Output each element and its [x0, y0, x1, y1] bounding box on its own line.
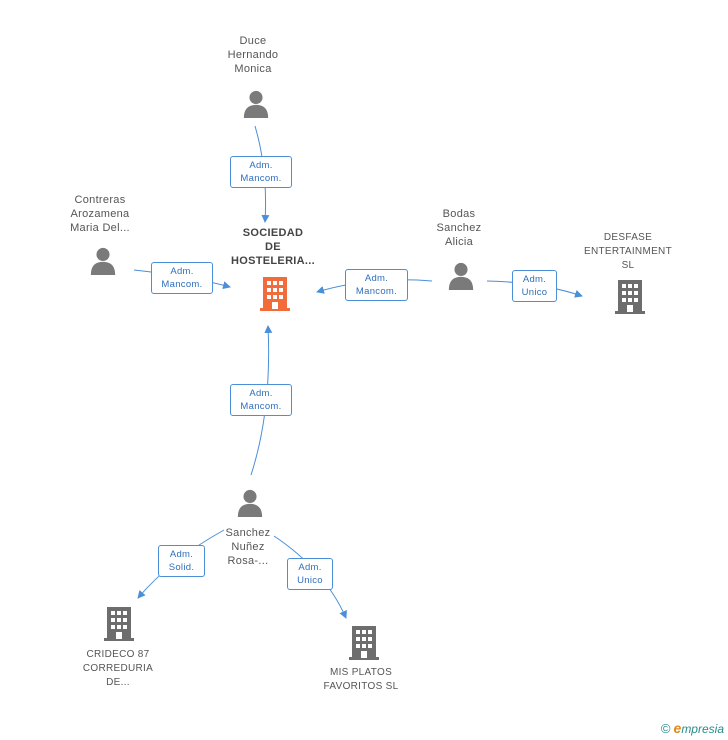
building-icon: [349, 626, 379, 660]
building-icon: [615, 280, 645, 314]
person-label-sanchez[interactable]: Sanchez Nuñez Rosa-...: [225, 527, 271, 567]
person-icon: [243, 90, 269, 118]
brand-initial: e: [673, 720, 682, 736]
company-label-desfase[interactable]: DESFASE ENTERTAINMENT SL: [584, 232, 672, 271]
person-label-bodas[interactable]: Bodas Sanchez Alicia: [436, 208, 482, 248]
edge-label-sanchez-crideco: Adm. Solid.: [158, 545, 205, 577]
edge-label-bodas-main: Adm. Mancom.: [345, 269, 408, 301]
edge-label-duce-main: Adm. Mancom.: [230, 156, 292, 188]
empresia-brand[interactable]: ©empresia: [661, 720, 724, 736]
copyright-icon: ©: [660, 721, 671, 736]
building-icon: [260, 277, 290, 311]
edge-label-bodas-desfase: Adm. Unico: [512, 270, 557, 302]
company-label-misplatos[interactable]: MIS PLATOS FAVORITOS SL: [323, 667, 399, 692]
person-label-contreras[interactable]: Contreras Arozamena Maria Del...: [70, 194, 130, 234]
building-icon: [104, 607, 134, 641]
company-label-main[interactable]: SOCIEDAD DE HOSTELERIA...: [231, 227, 315, 267]
person-label-duce[interactable]: Duce Hernando Monica: [227, 35, 279, 75]
person-icon: [448, 262, 474, 290]
brand-name: mpresia: [681, 722, 724, 736]
edge-label-contreras-main: Adm. Mancom.: [151, 262, 213, 294]
edge-label-sanchez-misplatos: Adm. Unico: [287, 558, 333, 590]
person-icon: [90, 247, 116, 275]
edge-label-sanchez-main: Adm. Mancom.: [230, 384, 292, 416]
company-label-crideco[interactable]: CRIDECO 87 CORREDURIA DE...: [82, 649, 154, 688]
person-icon: [237, 489, 263, 517]
